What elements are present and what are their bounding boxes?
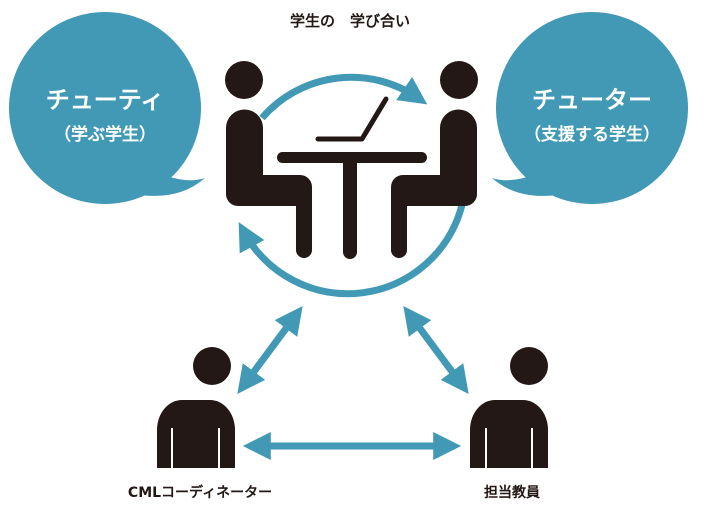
tutor-sublabel: （支援する学生）: [524, 124, 660, 145]
teacher-person-icon: [470, 347, 548, 468]
coordinator-person-icon: [157, 347, 235, 468]
students-at-table-icon: [225, 61, 478, 259]
teacher-label: 担当教員: [484, 484, 540, 501]
cycle-arrows: [238, 73, 466, 298]
tutee-bubble: チューティ （学ぶ学生）: [9, 12, 205, 204]
tutor-label: チューター: [532, 86, 652, 114]
arrow-teacher: [403, 306, 469, 394]
coordinator-label: CMLコーディネーター: [128, 484, 272, 501]
diagram-title: 学生の 学び合い: [290, 12, 410, 30]
tutee-sublabel: （学ぶ学生）: [54, 124, 156, 145]
relation-arrows: [237, 306, 469, 460]
tutor-bubble: チューター （支援する学生）: [492, 12, 688, 204]
tutee-label: チューティ: [46, 86, 165, 114]
cycle-arrow-bottom: [238, 204, 466, 298]
arrow-coordinator: [237, 306, 303, 394]
cycle-arrow-top: [259, 73, 428, 121]
